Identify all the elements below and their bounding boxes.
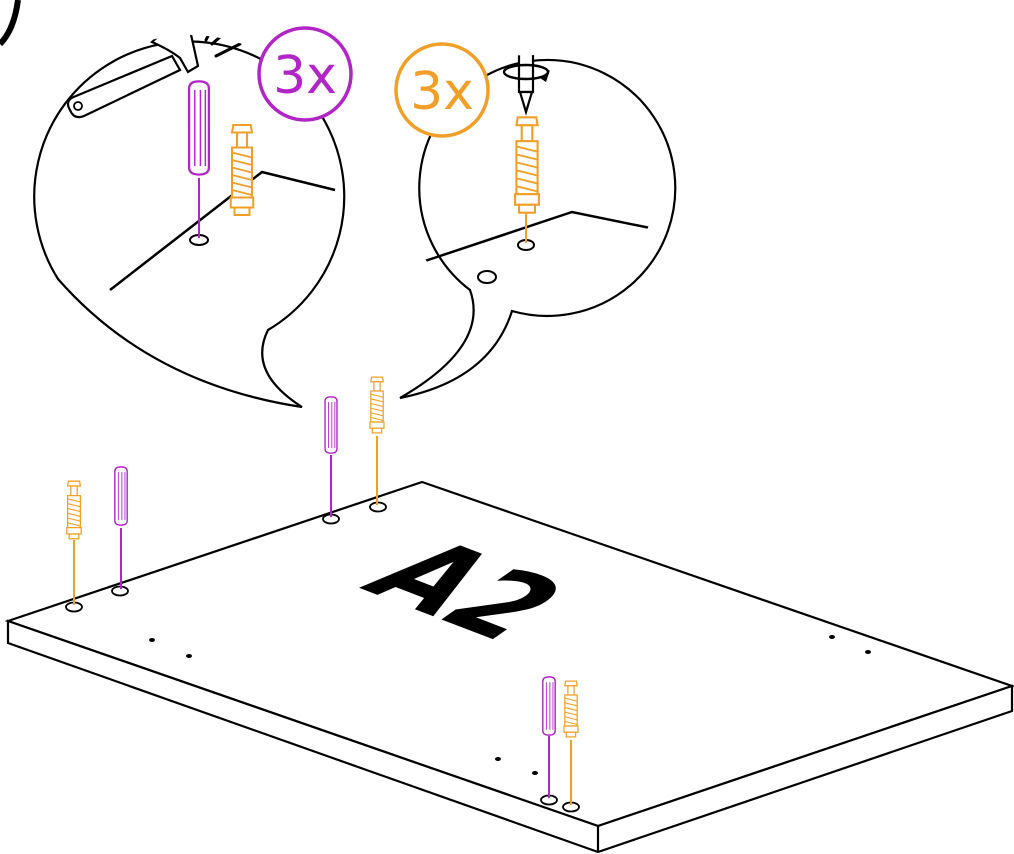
- quantity-badge-dowel: 3x: [257, 26, 353, 122]
- hole: [865, 650, 871, 654]
- callout-right: [399, 55, 677, 400]
- quantity-label-dowel: 3x: [273, 46, 337, 106]
- dowel-icon: [541, 676, 557, 736]
- hole: [186, 654, 192, 658]
- fittings-group-left: [66, 466, 129, 605]
- callout-left: [33, 35, 346, 409]
- hole: [829, 635, 835, 639]
- panel-a2: A2: [4, 480, 1014, 854]
- panel-edge-left: [109, 170, 336, 291]
- panel-edge-right: [421, 210, 656, 264]
- hole: [149, 638, 155, 642]
- step-circle-fragment: [0, 0, 21, 47]
- quantity-badge-bolt: 3x: [394, 42, 490, 138]
- hole: [495, 757, 501, 761]
- fittings-group-front: [541, 676, 579, 805]
- cam-bolt-icon: [66, 480, 82, 540]
- dowel-icon: [324, 396, 338, 454]
- screwdriver-icon: [502, 55, 550, 116]
- cam-bolt-icon: [369, 376, 385, 434]
- quantity-label-bolt: 3x: [410, 62, 474, 122]
- fittings-group-back: [324, 376, 385, 517]
- dowel-icon: [187, 80, 211, 176]
- hole: [532, 771, 538, 775]
- dowel-icon: [113, 466, 129, 526]
